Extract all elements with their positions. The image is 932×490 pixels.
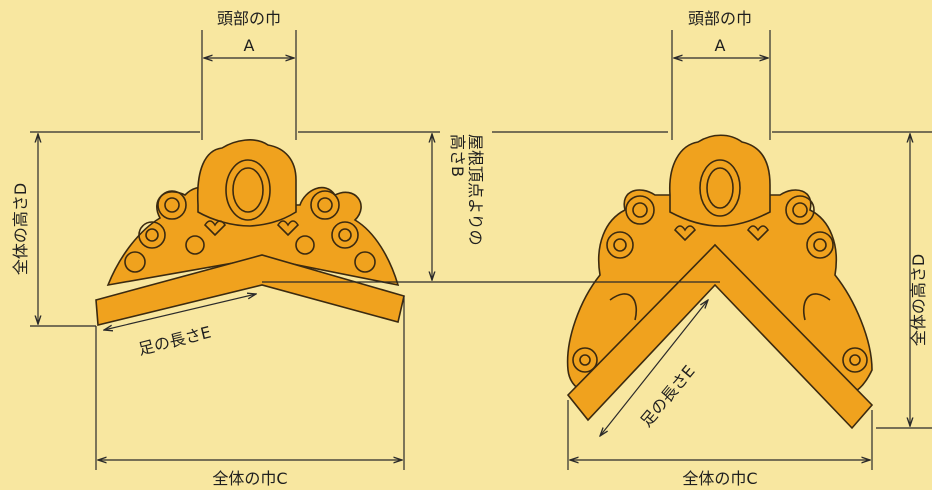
left-total-height-label: 全体の高さD bbox=[11, 183, 30, 275]
left-dimensions bbox=[30, 30, 720, 470]
right-leg-length-label: 足の長さE bbox=[637, 362, 699, 431]
roof-height-label-line1: 屋根頂点よりの bbox=[466, 134, 485, 246]
right-total-height-label: 全体の高さD bbox=[909, 254, 928, 346]
left-labels: 頭部の巾 A 全体の高さD 足の長さE 全体の巾C 屋根頂点よりの 高さB bbox=[11, 9, 485, 488]
left-a-label: A bbox=[244, 36, 255, 55]
left-ornament bbox=[95, 139, 405, 326]
right-a-label: A bbox=[715, 36, 726, 55]
left-total-width-label: 全体の巾C bbox=[212, 469, 287, 488]
right-dimensions bbox=[492, 30, 932, 470]
right-head-width-label: 頭部の巾 bbox=[688, 9, 752, 28]
left-leg-length-label: 足の長さE bbox=[136, 323, 213, 359]
roof-height-label-line2: 高さB bbox=[448, 134, 467, 177]
left-head-width-label: 頭部の巾 bbox=[217, 9, 281, 28]
right-total-width-label: 全体の巾C bbox=[682, 469, 757, 488]
